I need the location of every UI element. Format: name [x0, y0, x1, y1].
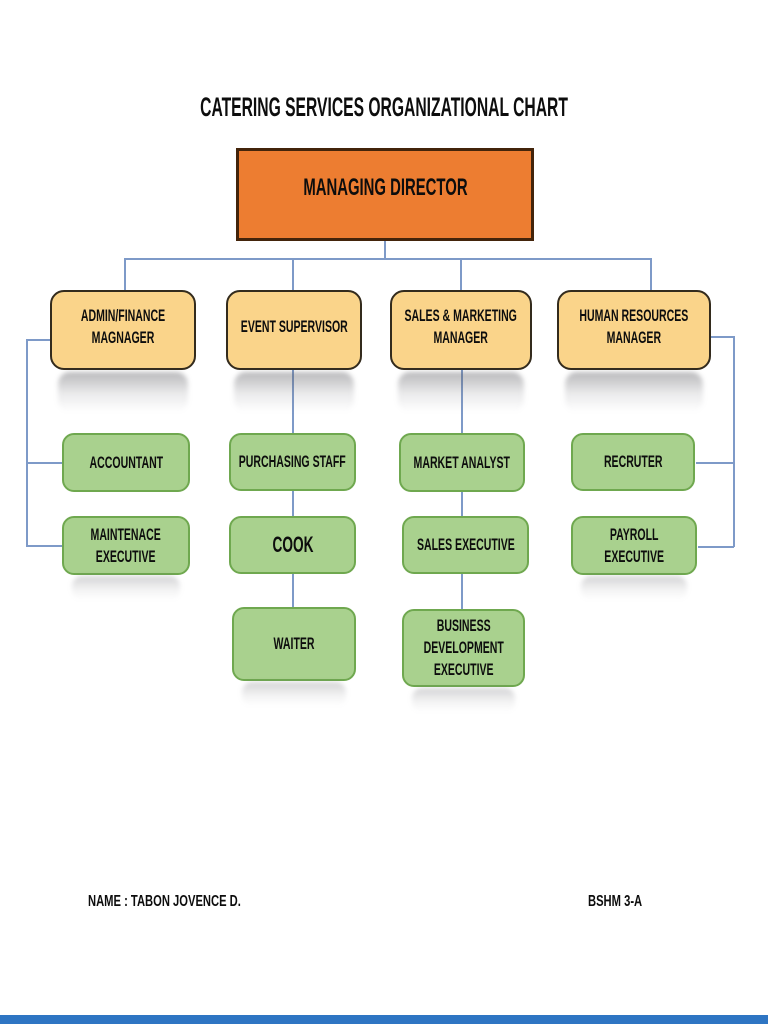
node-label: MANAGING DIRECTOR: [302, 174, 468, 202]
node-label: ACCOUNTANT: [89, 452, 163, 472]
node-label: SALES EXECUTIVE: [416, 535, 515, 555]
connector-line: [292, 574, 294, 608]
student-name-text: NAME : TABON JOVENCE D.: [88, 893, 241, 910]
connector-line: [292, 258, 294, 291]
node-label: BUSINESS DEVELOPMENT EXECUTIVE: [423, 616, 504, 679]
node-managing-director: MANAGING DIRECTOR: [236, 148, 534, 241]
connector-line: [26, 545, 63, 547]
node-waiter: WAITER: [232, 607, 356, 681]
node-label: WAITER: [273, 634, 315, 654]
connector-line: [698, 546, 734, 548]
connector-line: [26, 339, 28, 547]
connector-line: [26, 339, 52, 341]
node-label: SALES & MARKETING MANAGER: [404, 306, 518, 347]
node-label: ADMIN/FINANCE MAGNAGER: [80, 306, 166, 347]
connector-line: [26, 462, 63, 464]
node-label: EVENT SUPERVISOR: [240, 317, 348, 337]
connector-line: [461, 492, 463, 517]
node-event-supervisor: EVENT SUPERVISOR: [226, 290, 362, 370]
node-admin-finance-manager: ADMIN/FINANCE MAGNAGER: [50, 290, 196, 370]
connector-line: [733, 336, 735, 547]
node-market-analyst: MARKET ANALYST: [399, 433, 525, 492]
connector-line: [650, 258, 652, 291]
node-label: MARKET ANALYST: [413, 452, 511, 472]
node-cook: COOK: [229, 516, 356, 574]
connector-line: [460, 258, 462, 291]
node-purchasing-staff: PURCHASING STAFF: [229, 433, 356, 491]
node-payroll-executive: PAYROLL EXECUTIVE: [571, 516, 697, 575]
connector-line: [709, 336, 734, 338]
node-accountant: ACCOUNTANT: [62, 433, 190, 492]
chart-title-text: CATERING SERVICES ORGANIZATIONAL CHART: [200, 92, 568, 122]
node-recruter: RECRUTER: [571, 433, 695, 491]
node-human-resources-manager: HUMAN RESOURCES MANAGER: [557, 290, 711, 370]
connector-line: [124, 258, 651, 260]
node-label: PAYROLL EXECUTIVE: [604, 524, 664, 566]
node-sales-marketing-manager: SALES & MARKETING MANAGER: [390, 290, 532, 370]
node-label: COOK: [272, 531, 313, 557]
section-label-text: BSHM 3-A: [588, 893, 643, 910]
connector-line: [292, 491, 294, 517]
node-label: HUMAN RESOURCES MANAGER: [579, 306, 689, 347]
node-maintenance-executive: MAINTENACE EXECUTIVE: [62, 516, 190, 575]
node-label: MAINTENACE EXECUTIVE: [90, 524, 162, 566]
connector-line: [384, 241, 386, 259]
connector-line: [124, 258, 126, 291]
student-name: NAME : TABON JOVENCE D.: [88, 892, 306, 912]
connector-line: [461, 574, 463, 610]
section-label: BSHM 3-A: [588, 892, 665, 912]
bottom-page-bar: [0, 1015, 768, 1024]
node-business-development-executive: BUSINESS DEVELOPMENT EXECUTIVE: [402, 609, 525, 687]
connector-line: [696, 462, 734, 464]
node-label: PURCHASING STAFF: [239, 452, 346, 472]
node-sales-executive: SALES EXECUTIVE: [402, 516, 529, 574]
chart-title: CATERING SERVICES ORGANIZATIONAL CHART: [0, 90, 768, 125]
node-label: RECRUTER: [603, 452, 663, 472]
